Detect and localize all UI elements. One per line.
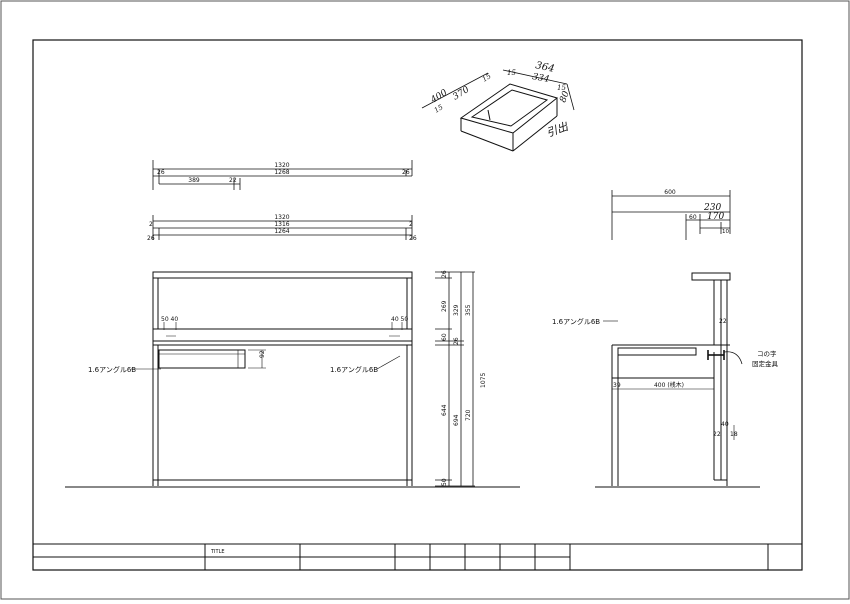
- drawer-dim-15-b: 15: [557, 84, 566, 92]
- shelf-dim-left: 50 40: [161, 316, 178, 323]
- front-shelf-board: [152, 328, 413, 342]
- front-view-body: [131, 271, 413, 486]
- side-dim-170: 170: [707, 212, 724, 222]
- drawer-dim-15-a: 15: [507, 69, 516, 77]
- drawer-dimensions: 364 15 334 15 400 15 370 15 80 引出: [428, 60, 571, 140]
- height-dim-644: 644: [441, 404, 448, 416]
- front-mid-dimension-lines: [152, 215, 413, 240]
- side-angle-section: [617, 347, 697, 356]
- height-dim-329: 329: [453, 304, 460, 316]
- shelf-dim-right: 40 50: [391, 316, 408, 323]
- side-dim-10: 10: [722, 229, 729, 235]
- side-dim-230: 230: [703, 203, 721, 213]
- height-dim-694: 694: [453, 414, 460, 426]
- drawer-dim-92: 92: [259, 350, 266, 358]
- side-top-dimension-text: 600 230 60 170 10: [664, 189, 729, 235]
- side-view-labels: 1.6アングル6B 22 コの字 固定金具 39 400 (桟木) 40 22 …: [552, 317, 779, 438]
- drawer-dim-15-c: 15: [481, 72, 493, 84]
- front-dim-1320-a: 1320: [274, 162, 289, 169]
- title-label: TITLE: [210, 549, 225, 555]
- front-top-dimension-text: 1320 26 1268 26 389 22: [157, 162, 410, 184]
- fixture-label-line1: コの字: [757, 349, 777, 358]
- side-dim-39: 39: [613, 382, 621, 389]
- side-dim-400: 400 (桟木): [654, 381, 684, 389]
- front-dim-2-right: 2: [409, 221, 413, 228]
- height-dim-1075: 1075: [480, 373, 487, 388]
- drawer-sketch: [421, 69, 575, 152]
- front-dim-26-left-a: 26: [157, 169, 165, 176]
- side-top-dimension-lines: [611, 190, 731, 240]
- front-dim-26-left-b: 26: [147, 235, 155, 242]
- drawer-dim-80: 80: [558, 90, 571, 104]
- front-dim-26-right-a: 26: [402, 169, 410, 176]
- side-dim-40: 40: [721, 421, 729, 428]
- height-dim-50: 50: [441, 478, 448, 486]
- height-dim-26-top: 26: [441, 270, 448, 278]
- drawer-dim-364: 364: [534, 60, 555, 75]
- front-dim-1264: 1264: [274, 228, 289, 235]
- side-view-body: [603, 272, 743, 486]
- side-dim-18: 18: [730, 431, 738, 438]
- front-dim-1320-b: 1320: [274, 214, 289, 221]
- height-dim-60: 60: [441, 333, 448, 341]
- front-dim-1316: 1316: [274, 221, 289, 228]
- drawer-dim-370: 370: [451, 85, 471, 103]
- front-top-dimension-lines: [152, 160, 413, 190]
- front-mid-dimension-text: 1320 2 1316 2 26 1264 26: [147, 214, 417, 242]
- drawer-dim-334: 334: [531, 72, 550, 85]
- height-dim-720: 720: [465, 409, 472, 421]
- angle-label-left: 1.6アングル6B: [88, 365, 136, 374]
- side-angle-label: 1.6アングル6B: [552, 317, 600, 326]
- front-dim-2-left: 2: [149, 221, 153, 228]
- front-dim-22: 22: [229, 177, 237, 184]
- front-dim-26-right-b: 26: [409, 235, 417, 242]
- front-top-board: [152, 271, 413, 279]
- side-dim-22-bottom: 22: [713, 431, 721, 438]
- side-top-board: [691, 272, 731, 281]
- height-dimension-lines: [435, 271, 475, 487]
- drawer-inner-opening: [470, 89, 549, 127]
- drawing-frame: [32, 39, 803, 571]
- height-dimension-text: 26 269 329 355 60 26 644 694 720 1075 50: [441, 270, 487, 486]
- fixture-label-line2: 固定金具: [752, 359, 779, 368]
- front-dim-1268: 1268: [274, 169, 289, 176]
- side-dim-60: 60: [689, 214, 697, 221]
- height-dim-355: 355: [465, 304, 472, 316]
- front-dim-389: 389: [188, 177, 200, 184]
- side-dim-22-top: 22: [719, 318, 727, 325]
- drawer-dim-15-d: 15: [433, 103, 445, 115]
- height-dim-26-mid: 26: [453, 337, 460, 345]
- drawer-front-angle: [158, 349, 246, 369]
- front-view-labels: 50 40 40 50 92 1.6アングル6B 1.6アングル6B: [88, 316, 408, 374]
- side-dim-600: 600: [664, 189, 676, 196]
- title-block: TITLE: [33, 543, 802, 570]
- height-dim-269: 269: [441, 300, 448, 312]
- angle-label-center: 1.6アングル6B: [330, 365, 378, 374]
